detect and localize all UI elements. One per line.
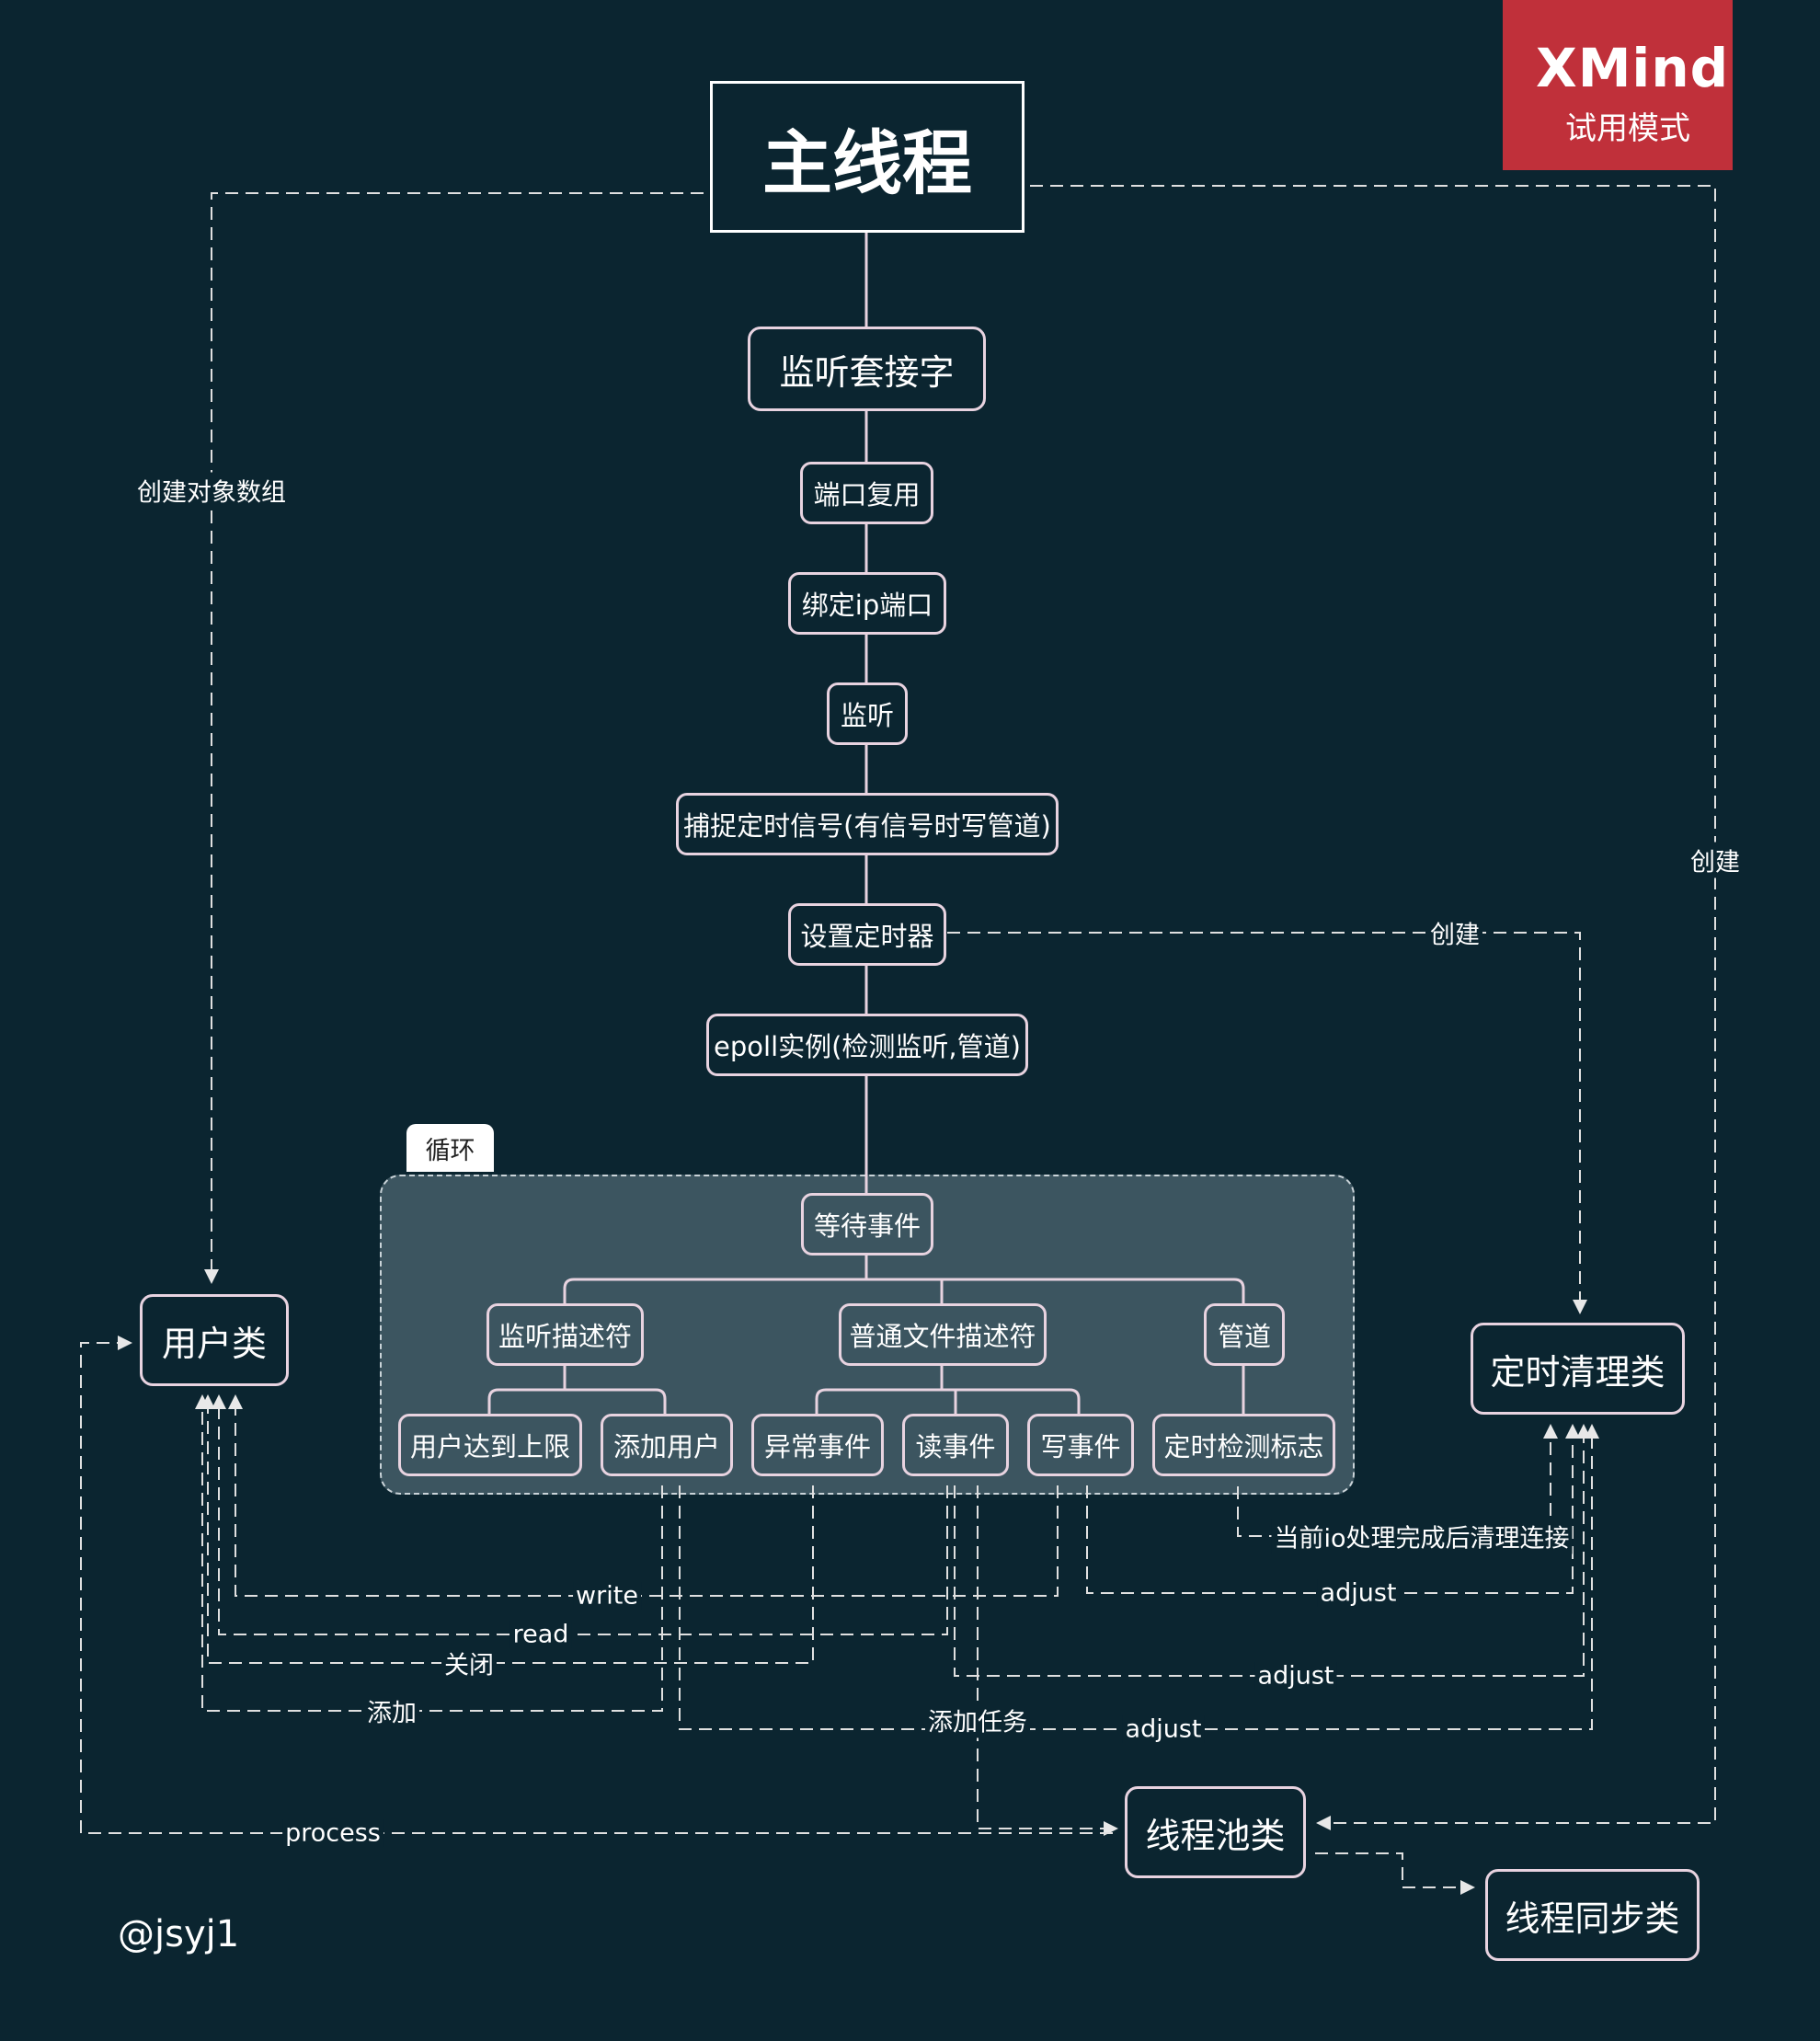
thread-sync-class-node: 线程同步类: [1485, 1869, 1700, 1961]
edge-label-create-timer: 创建: [1427, 914, 1482, 951]
read-event-node: 读事件: [902, 1414, 1009, 1476]
author-credit: @jsyj1: [118, 1913, 240, 1955]
watermark-subtitle: 试用模式: [1565, 110, 1690, 147]
set-timer-node: 设置定时器: [788, 903, 946, 966]
listen-node: 监听: [827, 682, 908, 745]
main-thread-node: 主线程: [710, 81, 1024, 233]
normal-fd-node: 普通文件描述符: [839, 1303, 1047, 1366]
listen-fd-node: 监听描述符: [486, 1303, 644, 1366]
edge-label-add-task: 添加任务: [925, 1702, 1030, 1738]
timer-flag-node: 定时检测标志: [1152, 1414, 1335, 1476]
edge-label-read: read: [509, 1620, 572, 1649]
edge-label-cleanup-after-io: 当前io处理完成后清理连接: [1271, 1518, 1573, 1554]
user-limit-node: 用户达到上限: [398, 1414, 582, 1476]
watermark: XMind 试用模式: [1503, 0, 1733, 170]
timer-cleanup-class-node: 定时清理类: [1471, 1323, 1685, 1415]
wait-events-node: 等待事件: [801, 1193, 933, 1256]
user-class-node: 用户类: [140, 1294, 289, 1386]
bind-ip-port-node: 绑定ip端口: [788, 572, 946, 635]
edge-label-create-right: 创建: [1688, 842, 1743, 878]
watermark-title: XMind: [1536, 37, 1730, 99]
pipe-node: 管道: [1204, 1303, 1285, 1366]
thread-pool-class-node: 线程池类: [1125, 1786, 1306, 1878]
edge-label-add: 添加: [364, 1692, 419, 1729]
edge-label-adjust-2: adjust: [1254, 1661, 1337, 1691]
add-user-node: 添加用户: [601, 1414, 733, 1476]
epoll-instance-node: epoll实例(检测监听,管道): [706, 1014, 1028, 1076]
listen-socket-node: 监听套接字: [748, 327, 986, 411]
edge-label-create-object-array: 创建对象数组: [134, 472, 289, 509]
edge-label-close: 关闭: [441, 1645, 497, 1681]
loop-label: 循环: [406, 1124, 494, 1172]
edge-label-adjust-1: adjust: [1317, 1578, 1400, 1608]
capture-signal-node: 捕捉定时信号(有信号时写管道): [676, 793, 1059, 855]
edge-label-adjust-3: adjust: [1122, 1714, 1205, 1744]
edge-label-write: write: [573, 1581, 641, 1611]
edge-label-process: process: [282, 1818, 383, 1848]
write-event-node: 写事件: [1027, 1414, 1134, 1476]
port-reuse-node: 端口复用: [800, 462, 933, 524]
exception-event-node: 异常事件: [751, 1414, 884, 1476]
